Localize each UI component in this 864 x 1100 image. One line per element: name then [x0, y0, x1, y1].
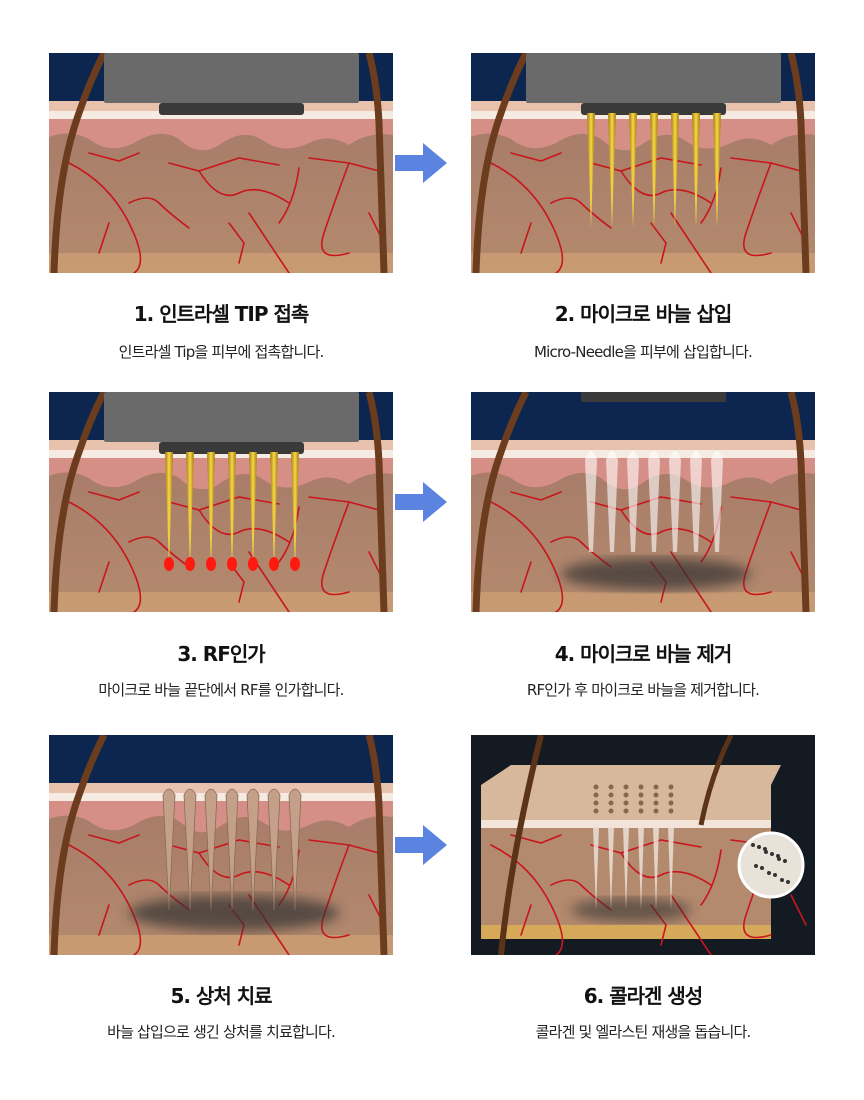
needle — [629, 113, 637, 228]
step-3-desc: 마이크로 바늘 끝단에서 RF를 인가합니다. — [98, 681, 344, 699]
step-2-illustration — [471, 53, 815, 273]
needle — [291, 452, 299, 567]
needle — [186, 452, 194, 567]
step-1-illustration — [49, 53, 393, 273]
step-6-illustration — [471, 735, 815, 955]
arrow-right-icon — [395, 482, 447, 522]
needle — [228, 452, 236, 567]
step-2-desc: Micro-Needle을 피부에 삽입합니다. — [534, 343, 753, 361]
step-1-title: 1. 인트라셀 TIP 접촉 — [133, 302, 310, 326]
needle — [650, 113, 658, 228]
rf-spot — [227, 557, 237, 571]
step-1-desc: 인트라셀 Tip을 피부에 접촉합니다. — [118, 343, 325, 361]
step-2-title: 2. 마이크로 바늘 삽입 — [554, 302, 733, 326]
rf-spot — [269, 557, 279, 571]
arrow-right-icon — [395, 825, 447, 865]
step-3-illustration — [49, 392, 393, 612]
rf-spot — [290, 557, 300, 571]
needle — [270, 452, 278, 567]
needle — [608, 113, 616, 228]
needle — [671, 113, 679, 228]
needle — [249, 452, 257, 567]
step-4-title: 4. 마이크로 바늘 제거 — [554, 642, 733, 666]
step-4-desc: RF인가 후 마이크로 바늘을 제거합니다. — [526, 681, 760, 699]
rf-spot — [248, 557, 258, 571]
needle — [207, 452, 215, 567]
needle — [165, 452, 173, 567]
step-4-illustration — [471, 392, 815, 612]
step-6-desc: 콜라겐 및 엘라스틴 재생을 돕습니다. — [535, 1023, 752, 1041]
step-3-title: 3. RF인가 — [177, 642, 265, 666]
rf-spot — [164, 557, 174, 571]
needle — [587, 113, 595, 228]
arrow-right-icon — [395, 143, 447, 183]
rf-spot — [185, 557, 195, 571]
rf-spot — [206, 557, 216, 571]
needle — [713, 113, 721, 228]
step-5-illustration — [49, 735, 393, 955]
step-6-title: 6. 콜라겐 생성 — [583, 984, 703, 1008]
step-5-desc: 바늘 삽입으로 생긴 상처를 치료합니다. — [107, 1023, 336, 1041]
step-5-title: 5. 상처 치료 — [170, 984, 272, 1008]
needle — [692, 113, 700, 228]
